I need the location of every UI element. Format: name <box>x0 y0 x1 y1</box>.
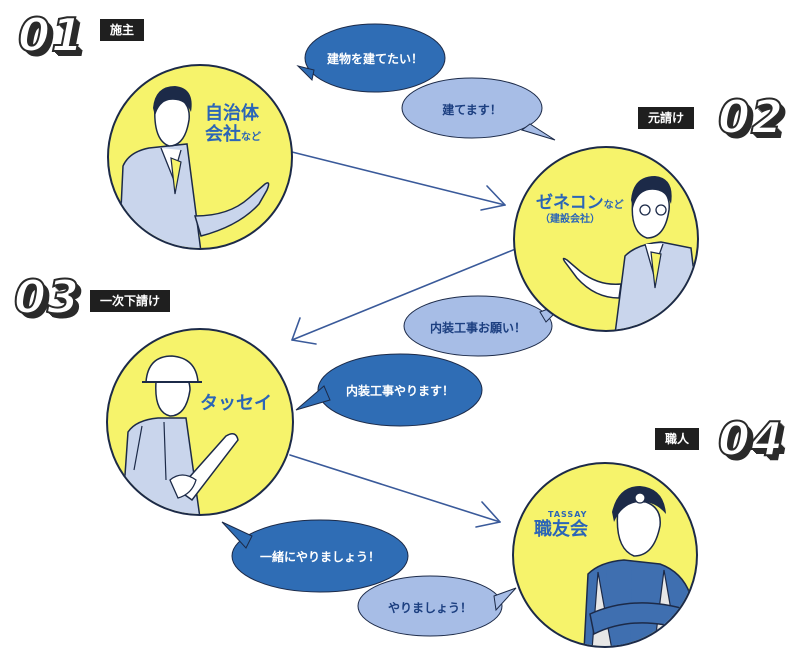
step-03-circle <box>106 328 294 516</box>
step-01-role-tag: 施主 <box>100 19 145 41</box>
step-04-brand: TASSAY <box>548 510 588 519</box>
arrow-02-to-03-head <box>291 317 317 345</box>
bubble-5-text: 一緒にやりましょう！ <box>259 550 380 564</box>
bubble-3-text: 内装工事お願い！ <box>429 321 526 335</box>
craftsman-illustration <box>583 486 693 646</box>
contractor-illustration <box>562 176 697 330</box>
arrow-03-to-04-head <box>475 501 501 528</box>
step-02-name: ゼネコンなど （建設会社） <box>536 193 624 225</box>
step-03-role-tag: 一次下請け <box>90 290 171 312</box>
arrow-02-to-03 <box>291 247 519 341</box>
step-02-subtitle: （建設会社） <box>540 213 600 225</box>
bubble-4-shape <box>295 353 483 427</box>
step-02-name-suffix: など <box>603 200 624 211</box>
step-04-circle <box>512 462 698 648</box>
step-01-name-text: 自治体 会社 <box>205 103 259 145</box>
bubble-1-shape <box>296 23 446 93</box>
step-01-name-suffix: など <box>241 131 261 143</box>
step-01-name: 自治体 会社など <box>205 103 261 145</box>
step-04-number: 04 <box>717 412 785 466</box>
step-03-number: 03 <box>13 270 81 324</box>
step-03-name: タッセイ <box>200 393 272 414</box>
step-01-circle <box>107 64 293 250</box>
arrow-01-to-02 <box>291 151 506 206</box>
arrow-01-to-02-head <box>480 185 506 211</box>
step-04-role-tag: 職人 <box>655 428 700 450</box>
worker-illustration <box>121 355 239 514</box>
step-01-number: 01 <box>17 8 85 62</box>
step-02-circle <box>513 146 699 332</box>
bubble-6-shape <box>357 575 517 637</box>
step-02-role-tag: 元請け <box>638 107 695 129</box>
step-04-name: 職友会 <box>534 519 588 540</box>
step-02-name-text: ゼネコン <box>536 193 604 213</box>
bubble-5-shape <box>221 519 409 593</box>
bubble-2-text: 建てます！ <box>442 103 502 117</box>
arrow-03-to-04 <box>289 454 501 523</box>
bubble-1-text: 建物を建てたい！ <box>326 52 423 66</box>
bubble-4-text: 内装工事やります！ <box>345 384 454 398</box>
bubble-6-text: やりましょう！ <box>387 601 472 615</box>
step-02-number: 02 <box>717 90 785 144</box>
bubble-2-shape <box>401 77 556 141</box>
businessman-illustration <box>118 86 270 248</box>
